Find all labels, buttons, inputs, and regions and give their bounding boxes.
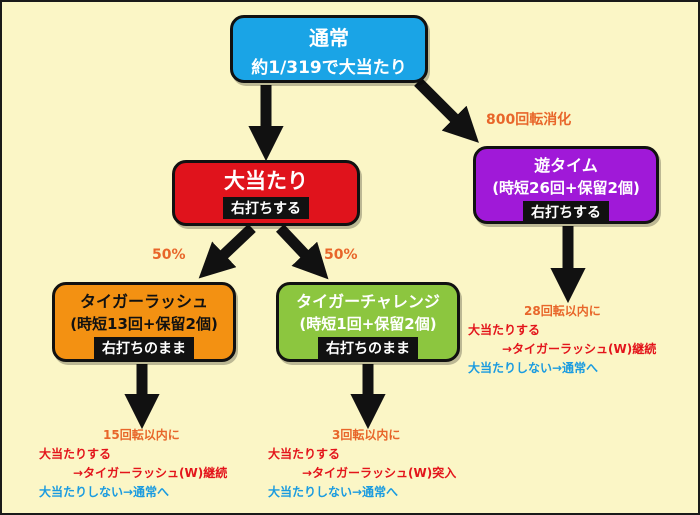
node-normal-probability: 約1/319で大当たり	[251, 58, 407, 78]
label-right-50-percent: 50%	[324, 247, 358, 263]
note-yu-time-condition: 28回転以内に	[524, 304, 601, 318]
node-tiger-challenge-tag: 右打ちのまま	[318, 337, 418, 359]
note-tiger-challenge-result: →タイガーラッシュ(W)突入	[302, 466, 457, 480]
node-normal: 通常 約1/319で大当たり	[230, 15, 428, 83]
node-big-hit: 大当たり 右打ちする	[172, 160, 360, 226]
node-yu-time-detail: (時短26回+保留2個)	[492, 179, 640, 197]
note-tiger-challenge-miss: 大当たりしない→通常へ	[268, 485, 399, 499]
node-tiger-rush-detail: (時短13回+保留2個)	[70, 315, 218, 333]
node-yu-time-title: 遊タイム	[534, 156, 598, 175]
note-tiger-rush: 15回転以内に 大当たりする →タイガーラッシュ(W)継続 大当たりしない→通常…	[39, 426, 227, 502]
node-big-hit-tag: 右打ちする	[223, 197, 309, 219]
note-tiger-rush-miss: 大当たりしない→通常へ	[39, 485, 170, 499]
note-tiger-challenge: 3回転以内に 大当たりする →タイガーラッシュ(W)突入 大当たりしない→通常へ	[268, 426, 456, 502]
node-yu-time-tag: 右打ちする	[523, 201, 609, 223]
note-tiger-challenge-condition: 3回転以内に	[332, 428, 401, 442]
arrow-normal-to-yu-time	[414, 78, 479, 143]
node-tiger-rush-title: タイガーラッシュ	[79, 292, 208, 311]
note-yu-time-hit: 大当たりする	[468, 323, 541, 337]
note-tiger-rush-condition: 15回転以内に	[103, 428, 180, 442]
node-normal-title: 通常	[309, 26, 349, 50]
arrow-big-hit-to-tiger-rush	[198, 224, 256, 279]
note-tiger-challenge-hit: 大当たりする	[268, 447, 341, 461]
note-tiger-rush-result: →タイガーラッシュ(W)継続	[73, 466, 228, 480]
node-tiger-rush-tag: 右打ちのまま	[94, 337, 194, 359]
label-800-spins: 800回転消化	[486, 112, 572, 128]
note-yu-time: 28回転以内に 大当たりする →タイガーラッシュ(W)継続 大当たりしない→通常…	[468, 302, 656, 378]
node-tiger-challenge-detail: (時短1回+保留2個)	[299, 315, 437, 333]
arrow-big-hit-to-tiger-challenge	[276, 224, 329, 280]
node-big-hit-title: 大当たり	[224, 169, 308, 193]
note-tiger-rush-hit: 大当たりする	[39, 447, 112, 461]
node-tiger-rush: タイガーラッシュ (時短13回+保留2個) 右打ちのまま	[52, 282, 236, 362]
label-left-50-percent: 50%	[152, 247, 186, 263]
note-yu-time-miss: 大当たりしない→通常へ	[468, 361, 599, 375]
node-yu-time: 遊タイム (時短26回+保留2個) 右打ちする	[473, 146, 659, 224]
node-tiger-challenge-title: タイガーチャレンジ	[296, 292, 440, 311]
node-tiger-challenge: タイガーチャレンジ (時短1回+保留2個) 右打ちのまま	[276, 282, 460, 362]
note-yu-time-result: →タイガーラッシュ(W)継続	[502, 342, 657, 356]
